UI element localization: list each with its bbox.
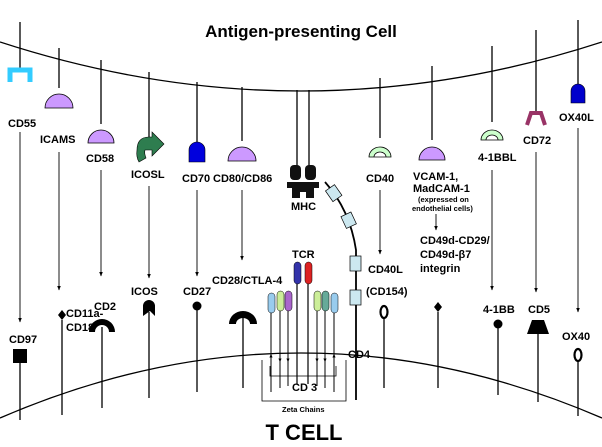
cd40-label: CD40	[366, 173, 394, 185]
cd154-label: (CD154)	[366, 286, 408, 298]
cd58-ligand	[87, 60, 115, 144]
icams-ligand	[44, 48, 74, 109]
diamond-icon	[434, 302, 442, 312]
cd40l-label: CD40L	[368, 264, 403, 276]
vcam-label: VCAM-1,	[413, 171, 458, 183]
cd72-ligand	[525, 30, 547, 126]
cd28-receptor	[229, 311, 257, 388]
curved-arrow-icon	[136, 131, 165, 163]
cd58-label: CD58	[86, 153, 114, 165]
apc-membrane	[0, 41, 602, 92]
endothelial-note-1: (expressed on	[418, 195, 469, 204]
trapezoid-icon	[527, 320, 549, 334]
icosl-label: ICOSL	[131, 169, 165, 181]
vcam-ligand	[418, 66, 446, 161]
icos-receptor	[143, 300, 155, 398]
cd49d-label-1: CD49d-CD29/	[420, 235, 490, 247]
loop-icon	[573, 347, 583, 363]
cd28-label: CD28/CTLA-4	[212, 275, 283, 287]
cd49d-label-2: CD49d-β7	[420, 249, 471, 261]
cd2-receptor	[89, 319, 115, 408]
4-1bb-label: 4-1BB	[483, 304, 515, 316]
apc-title: Antigen-presenting Cell	[205, 22, 397, 41]
receptor-icon	[188, 141, 206, 163]
cd49d-label-3: integrin	[420, 263, 461, 275]
cd70-ligand	[188, 82, 206, 163]
cd2-label: CD2	[94, 301, 116, 313]
half-moon-icon	[227, 146, 257, 162]
cd11a-cd18-receptor	[58, 310, 66, 415]
madcam-label: MadCAM-1	[413, 183, 470, 195]
zeta-chains-label: Zeta Chains	[282, 405, 325, 414]
diamond-icon	[58, 310, 66, 320]
half-moon-icon	[368, 146, 392, 158]
endothelial-note-2: endothelial cells)	[412, 204, 473, 213]
4-1bb-receptor	[493, 319, 503, 395]
tcr-complex	[261, 261, 347, 402]
cd97-label: CD97	[9, 334, 37, 346]
ox40l-ligand	[570, 20, 586, 104]
cd5-label: CD5	[528, 304, 550, 316]
ox40l-label: OX40L	[559, 112, 594, 124]
cd80-cd86-label: CD80/CD86	[213, 173, 272, 185]
cd40-ligand	[368, 78, 392, 158]
cd97-receptor	[13, 349, 27, 420]
4-1bbl-ligand	[480, 46, 504, 141]
icosl-ligand	[136, 72, 165, 163]
arch-icon	[89, 319, 115, 332]
cd27-receptor	[192, 301, 202, 392]
cd4-label: CD4	[348, 349, 371, 361]
mhc-molecule	[287, 90, 319, 198]
cd5-receptor	[527, 320, 549, 402]
cd49d-receptor	[434, 302, 442, 388]
trapezoid-icon	[525, 111, 547, 126]
loop-icon	[379, 304, 389, 320]
half-moon-icon	[418, 146, 446, 161]
cd55-ligand	[7, 22, 33, 82]
bracket-icon	[7, 67, 33, 82]
mhc-label: MHC	[291, 201, 316, 213]
cd27-label: CD27	[183, 286, 211, 298]
half-moon-icon	[480, 129, 504, 141]
cd3-label: CD 3	[292, 382, 317, 394]
tcr-label: TCR	[292, 249, 315, 261]
cd4-molecule	[324, 181, 362, 400]
ox40-label: OX40	[562, 331, 590, 343]
4-1bbl-label: 4-1BBL	[478, 152, 517, 164]
cd11a-label: CD11a-	[66, 308, 104, 320]
cd80-cd86-ligand	[227, 87, 257, 162]
half-moon-icon	[87, 129, 115, 144]
icams-label: ICAMS	[40, 134, 75, 146]
cd55-label: CD55	[8, 118, 36, 130]
arch-icon	[229, 311, 257, 324]
ox40-receptor	[573, 347, 583, 416]
icos-label: ICOS	[131, 286, 158, 298]
receptor-icon	[570, 83, 586, 104]
tcell-membrane	[0, 352, 602, 419]
cd18-label: CD18	[66, 322, 94, 334]
half-moon-icon	[44, 93, 74, 109]
square-icon	[13, 349, 27, 363]
cd72-label: CD72	[523, 135, 551, 147]
cd70-label: CD70	[182, 173, 210, 185]
cd40l-receptor	[379, 304, 389, 388]
tcell-title: T CELL	[266, 420, 343, 445]
